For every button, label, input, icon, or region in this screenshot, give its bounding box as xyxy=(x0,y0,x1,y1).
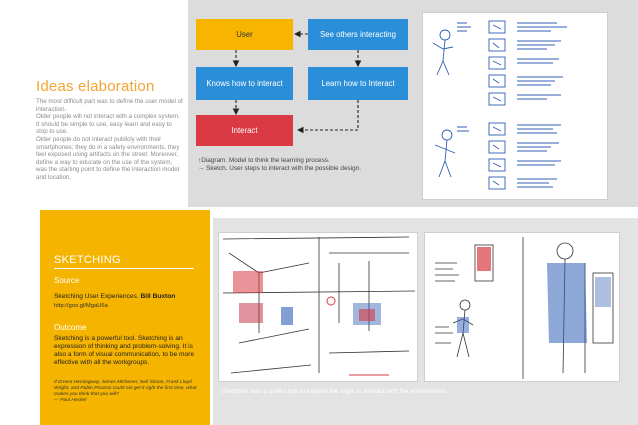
quote-text: If Ernest Hemingway, James Michener, Nei… xyxy=(54,380,197,397)
sketching-panel xyxy=(40,210,210,425)
diagram-box-learn-how: Learn how to Interact xyxy=(308,67,408,100)
book-author: Bill Buxton xyxy=(138,293,176,300)
street-sketch-drawing xyxy=(222,236,416,376)
diagram-caption: ↑Diagram. Model to think the learning pr… xyxy=(198,157,330,164)
book-reference: Sketching User Experiences. Bill Buxton xyxy=(54,293,175,300)
ideas-title: Ideas elaboration xyxy=(36,78,155,95)
source-heading: Source xyxy=(54,276,80,285)
sketching-title: SKETCHING xyxy=(54,254,121,266)
diagram-box-user: User xyxy=(196,19,293,50)
sketches-caption: ↑Sketches was a useful tool to explore t… xyxy=(219,388,448,395)
figures-sketch-image xyxy=(424,232,620,382)
street-sketch-image xyxy=(218,232,418,382)
source-url[interactable]: http://goo.gl/MgaU6a xyxy=(54,303,108,309)
outcome-heading: Outcome xyxy=(54,323,87,332)
quote: If Ernest Hemingway, James Michener, Nei… xyxy=(54,380,204,404)
ideas-paragraph: The most difficult part was to define th… xyxy=(36,98,183,113)
figures-sketch-drawing xyxy=(435,237,614,379)
ideas-body: The most difficult part was to define th… xyxy=(36,98,184,182)
diagram-captions: ↑Diagram. Model to think the learning pr… xyxy=(198,157,361,173)
sketch-caption: → Sketch. User steps to interact with th… xyxy=(198,165,362,172)
quote-author: — Paul Heckel xyxy=(54,398,87,403)
arrow-learn-to-interact xyxy=(296,100,359,134)
book-title: Sketching User Experiences. xyxy=(54,293,139,300)
diagram-box-knows-how: Knows how to interact xyxy=(196,67,293,100)
diagram-box-interact: Interact xyxy=(196,115,293,146)
sketch-steps-image xyxy=(422,12,608,200)
sketching-divider xyxy=(54,268,194,269)
outcome-text: Sketching is a powerful tool. Sketching … xyxy=(54,335,194,366)
sketch-steps-drawing xyxy=(432,20,567,190)
diagram-box-see-others: See others interacting xyxy=(308,19,408,50)
diagram-connectors xyxy=(232,30,362,134)
ideas-paragraph: Older people will not interact with a co… xyxy=(36,113,180,136)
ideas-paragraph: Older people do not interact publicly wi… xyxy=(36,135,180,181)
